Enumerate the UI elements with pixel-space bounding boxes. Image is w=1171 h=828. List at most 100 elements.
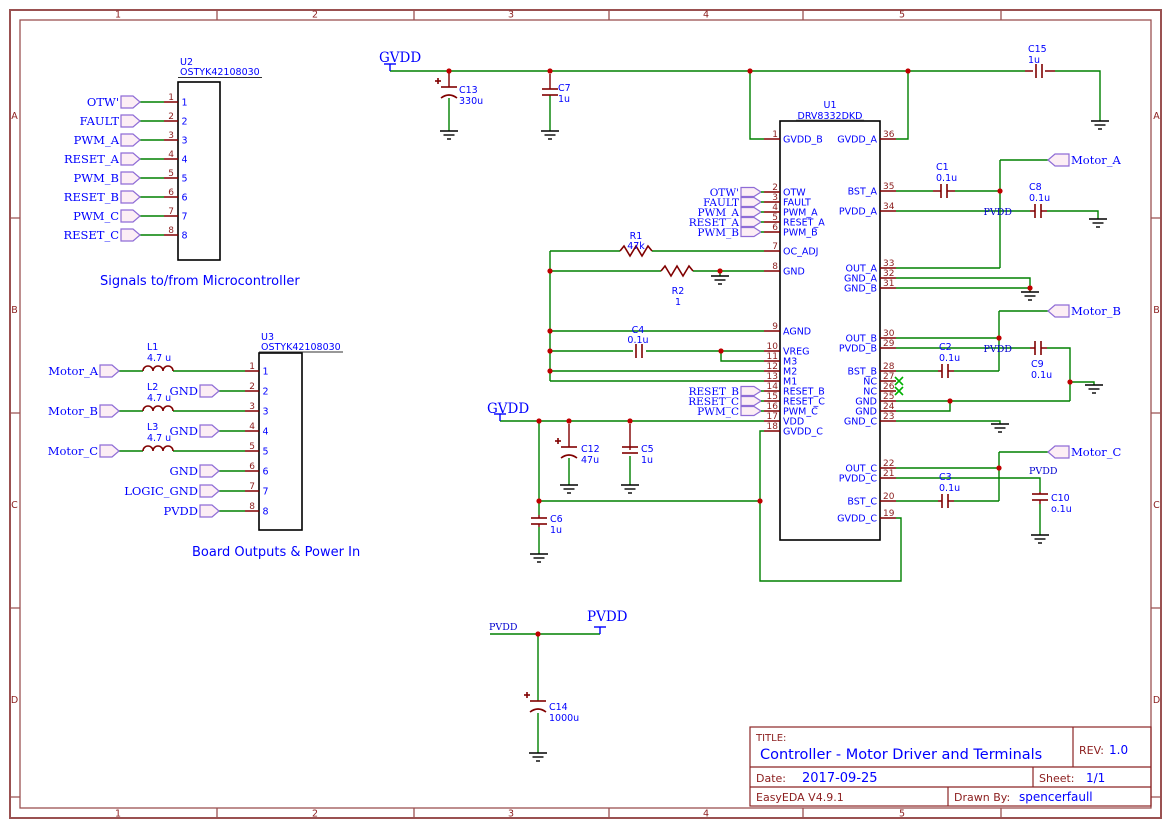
capacitor-c8[interactable]: C8 0.1u	[1029, 182, 1050, 219]
gvdd-netflag-mid[interactable]: GVDD	[487, 401, 529, 422]
u1-left-net-flags[interactable]: OTW' FAULT PWM_A RESET_A PWM_B RESET_B R…	[688, 186, 764, 418]
u1-pin-name: GND_C	[844, 417, 878, 428]
capacitor-c9[interactable]: C9 0.1u	[1031, 340, 1052, 381]
frame-col-label: 2	[312, 809, 318, 820]
u1-pin-num: 5	[772, 213, 778, 223]
capacitor-c13[interactable]: C13 330u	[434, 77, 483, 107]
motor-b-flag[interactable]: Motor_B	[1047, 304, 1121, 318]
u2-pin-num-in: 8	[182, 231, 188, 242]
u1-pin-name: M3	[783, 357, 797, 368]
u2-pin-num: 4	[168, 150, 174, 160]
u1-pin-num: 3	[772, 193, 778, 203]
u1-pin-num: 15	[767, 392, 778, 402]
capacitor-c10[interactable]: C10 o.1u	[1031, 493, 1072, 515]
u3-net-flags[interactable]: Motor_A GND Motor_B GND Motor_C GND LOGI…	[48, 364, 220, 518]
u1-pin-name: GND	[783, 267, 805, 278]
u1-right-pin-stubs	[880, 138, 896, 519]
u1-pin-num: 26	[883, 382, 895, 392]
capacitor-c1[interactable]: C1 0.1u	[936, 162, 957, 199]
pvdd-netflag-bottom[interactable]: PVDD	[587, 609, 628, 635]
u1-pin-name: VDD	[783, 417, 804, 428]
date-label: Date:	[756, 772, 786, 785]
capacitor-c3[interactable]: C3 0.1u	[939, 472, 960, 509]
capacitor-c12[interactable]: C12 47u	[554, 437, 600, 466]
u1-pin-name: M2	[783, 367, 797, 378]
net-flag-label: PWM_A	[698, 207, 740, 219]
capacitor-c5[interactable]: C5 1u	[621, 444, 654, 466]
motor-a-flag[interactable]: Motor_A	[1047, 153, 1121, 167]
u1-pin-name: RESET_B	[783, 387, 825, 398]
net-flag-label: FAULT	[703, 197, 739, 209]
connector-u2[interactable]: U2 OSTYK42108030 1 2 3 4 5 6 7 8 1 2 3 4…	[164, 57, 262, 261]
motor-c-flag[interactable]: Motor_C	[1047, 445, 1121, 459]
inductor-l2[interactable]: L2 4.7 u	[142, 382, 174, 412]
c3-ref: C3	[939, 472, 952, 483]
inductor-l3[interactable]: L3 4.7 u	[142, 422, 174, 452]
u2-net-flags[interactable]: OTW' FAULT PWM_A RESET_A PWM_B RESET_B P…	[63, 95, 141, 242]
capacitor-c15[interactable]: C15 1u	[1028, 44, 1047, 79]
capacitor-c14[interactable]: C14 1000u	[523, 691, 579, 724]
u3-pin-num: 8	[249, 502, 255, 512]
net-flag-label: PWM_B	[73, 171, 119, 185]
u2-pin-num-in: 2	[182, 117, 188, 128]
u3-ref: U3	[261, 332, 274, 343]
u2-ref: U2	[180, 57, 193, 68]
c5-ref: C5	[641, 444, 654, 455]
net-flag-label: GVDD	[379, 50, 421, 66]
tool-version: EasyEDA V4.9.1	[756, 791, 844, 804]
frame-row-label: C	[1153, 500, 1160, 511]
u1-pin-num: 12	[767, 362, 778, 372]
pvdd-net-label[interactable]: PVDD	[984, 207, 1013, 218]
rev-label: REV:	[1079, 744, 1104, 757]
capacitor-c6[interactable]: C6 1u	[530, 514, 563, 536]
c8-value: 0.1u	[1029, 193, 1050, 204]
c8-ref: C8	[1029, 182, 1042, 193]
u1-pin-name: GND_B	[844, 284, 877, 295]
frame-col-label: 5	[899, 10, 905, 21]
net-flag-label: GND	[170, 424, 198, 438]
pvdd-net-label[interactable]: PVDD	[489, 622, 518, 633]
u1-left-pin-stubs	[764, 138, 780, 432]
net-flag-label: PVDD	[587, 609, 628, 625]
u2-pin-num: 6	[168, 188, 174, 198]
net-flag-label: GND	[170, 464, 198, 478]
u3-part: OSTYK42108030	[261, 342, 341, 353]
resistor-r1[interactable]: R1 47k	[619, 231, 653, 257]
u1-pin-name: GVDD_A	[837, 135, 877, 146]
l2-value: 4.7 u	[147, 393, 171, 404]
u2-pin-num: 1	[168, 93, 174, 103]
capacitor-c7[interactable]: C7 1u	[541, 83, 571, 105]
u3-pin-num: 5	[249, 442, 255, 452]
wire	[119, 370, 245, 512]
gvdd-netflag-top[interactable]: GVDD	[379, 50, 421, 72]
u1-pin-name: GND	[855, 407, 877, 418]
c12-value: 47u	[581, 455, 599, 466]
net-flag-label: PWM_C	[73, 209, 119, 223]
c2-ref: C2	[939, 342, 952, 353]
u3-pin-num: 6	[249, 462, 255, 472]
resistor-r2[interactable]: R2 1	[660, 265, 694, 308]
capacitor-c2[interactable]: C2 0.1u	[939, 342, 960, 379]
net-flag-label: RESET_B	[64, 190, 119, 204]
sheet-value: 1/1	[1086, 771, 1105, 785]
inductor-l1[interactable]: L1 4.7 u	[142, 342, 174, 372]
net-flag-label: RESET_C	[688, 396, 739, 408]
u3-caption: Board Outputs & Power In	[192, 545, 360, 560]
u1-pin-num: 14	[767, 382, 779, 392]
net-flag-label: Motor_B	[1071, 304, 1121, 318]
pvdd-net-label[interactable]: PVDD	[1029, 466, 1058, 477]
u3-pin-num: 4	[249, 422, 255, 432]
ic-u1[interactable]: U1 DRV8332DKD 1 2 3 4 5 6 7 8 9 10 11 12…	[764, 100, 896, 541]
c10-ref: C10	[1051, 493, 1070, 504]
u1-pin-num: 20	[883, 492, 895, 502]
u1-pin-name: PWM_A	[783, 208, 818, 219]
frame-row-label: B	[11, 305, 18, 316]
u1-pin-name: OUT_B	[845, 334, 877, 345]
frame-col-label: 1	[115, 809, 121, 820]
connector-u3[interactable]: U3 OSTYK42108030 1 2 3 4 5 6 7 8 1 2 3 4…	[245, 332, 343, 531]
capacitor-c4[interactable]: C4 0.1u	[627, 325, 649, 359]
pvdd-net-label[interactable]: PVDD	[984, 344, 1013, 355]
frame-col-label: 3	[508, 10, 514, 21]
r2-ref: R2	[672, 286, 685, 297]
sheet-label: Sheet:	[1039, 772, 1075, 785]
